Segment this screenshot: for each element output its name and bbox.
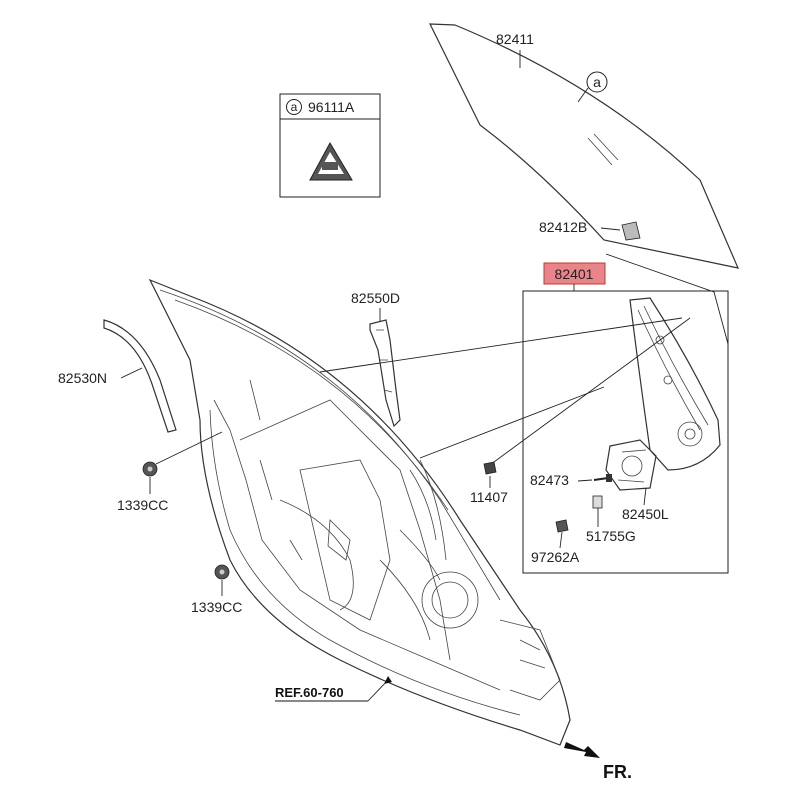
svg-text:1339CC: 1339CC <box>191 599 242 615</box>
svg-text:82550D: 82550D <box>351 290 400 306</box>
rear-glass-channel[interactable] <box>369 319 401 428</box>
inset-part-label: 96111A <box>308 99 355 115</box>
door-clip-lower[interactable] <box>214 564 230 580</box>
callout-ref-a-glass: a <box>577 71 608 103</box>
svg-text:82450L: 82450L <box>622 506 669 522</box>
reference-label[interactable]: REF.60-760 <box>275 676 392 702</box>
bolt-11407[interactable] <box>483 461 497 475</box>
svg-text:82412B: 82412B <box>539 219 587 235</box>
callout-11407: 11407 <box>470 317 691 505</box>
callout-82411: 82411 <box>496 31 534 68</box>
callout-1339CC-upper: 1339CC <box>117 431 223 513</box>
svg-text:97262A: 97262A <box>531 549 580 565</box>
callout-82401[interactable]: 82401 <box>543 262 606 285</box>
door-clip-upper[interactable] <box>142 461 158 477</box>
inset-ref-label: a <box>291 100 298 114</box>
svg-text:82473: 82473 <box>530 472 569 488</box>
inset-box-96111A[interactable]: a 96111A <box>279 93 381 198</box>
svg-text:a: a <box>593 74 601 90</box>
svg-text:11407: 11407 <box>470 489 508 505</box>
front-direction-indicator: FR. <box>564 742 632 782</box>
callout-82550D: 82550D <box>351 290 400 322</box>
callout-97262A: 97262A <box>531 531 580 565</box>
callout-1339CC-lower: 1339CC <box>191 580 242 615</box>
callout-51755G: 51755G <box>586 508 636 544</box>
svg-text:1339CC: 1339CC <box>117 497 168 513</box>
motor-screw[interactable] <box>593 474 612 482</box>
front-arrow-icon <box>564 742 600 758</box>
callout-82412B: 82412B <box>539 219 621 235</box>
regulator-screw[interactable] <box>555 519 569 533</box>
callout-82450L: 82450L <box>622 487 669 522</box>
svg-text:51755G: 51755G <box>586 528 636 544</box>
regulator-motor[interactable] <box>605 439 657 491</box>
svg-text:82411: 82411 <box>496 31 534 47</box>
callout-82530N: 82530N <box>58 367 143 386</box>
callout-82473: 82473 <box>530 472 593 488</box>
door-weatherstrip[interactable] <box>103 319 177 433</box>
warning-label-icon <box>309 141 353 181</box>
svg-text:82401: 82401 <box>555 266 594 282</box>
regulator-nut[interactable] <box>592 495 603 509</box>
glass-channel-clip[interactable] <box>621 221 641 241</box>
door-glass[interactable] <box>429 23 740 269</box>
svg-text:REF.60-760: REF.60-760 <box>275 685 344 700</box>
front-door-panel[interactable] <box>148 278 571 746</box>
svg-text:FR.: FR. <box>603 762 632 782</box>
regulator-assembly-box <box>522 253 729 574</box>
svg-text:82530N: 82530N <box>58 370 107 386</box>
